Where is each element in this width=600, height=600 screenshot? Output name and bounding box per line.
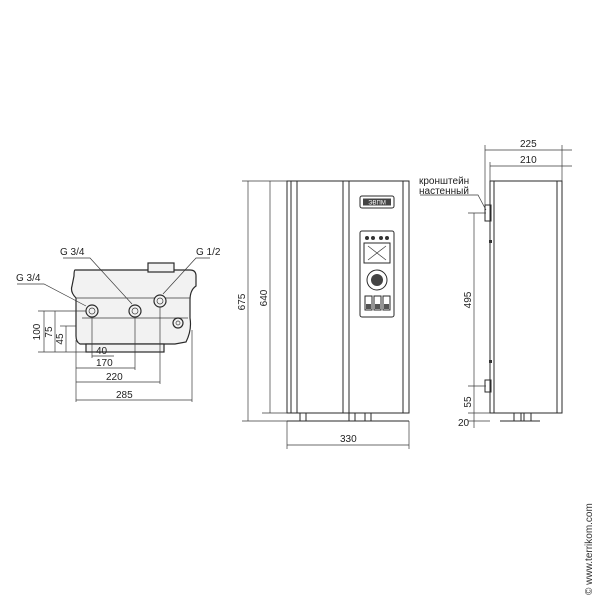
thermostat-knob — [366, 269, 388, 291]
dim-75: 75 — [44, 326, 55, 338]
dim-330: 330 — [340, 434, 357, 445]
dim-100: 100 — [32, 323, 43, 340]
logo-text: ЭВПМ — [368, 201, 386, 207]
label-g34-left: G 3/4 — [16, 273, 41, 284]
dim-55: 55 — [463, 396, 474, 408]
pipe-g34-center — [128, 304, 142, 318]
control-panel — [359, 230, 395, 318]
dim-495: 495 — [463, 291, 474, 308]
leader-bracket — [420, 194, 487, 211]
front-view: ЭВПМ 675 640 330 — [237, 180, 410, 449]
dim-220: 220 — [106, 372, 123, 383]
switch-2 — [373, 295, 382, 311]
side-view-body — [489, 180, 563, 414]
label-bracket-line1: кронштейн — [419, 176, 469, 187]
label-g12: G 1/2 — [196, 247, 221, 258]
label-g34-top: G 3/4 — [60, 247, 85, 258]
watermark: © www.terrikom.com — [584, 503, 595, 595]
bottom-view: G 3/4 G 1/2 G 3/4 100 75 45 40 170 220 2… — [16, 247, 221, 402]
display-window — [363, 242, 391, 264]
bottom-view-top-bump — [147, 262, 175, 273]
dim-40: 40 — [96, 346, 108, 357]
dim-210: 210 — [520, 155, 537, 166]
dim-170: 170 — [96, 358, 113, 369]
label-bracket-line2: настенный — [419, 186, 469, 197]
leader-g34-left — [17, 283, 87, 307]
dim-45: 45 — [55, 333, 66, 345]
front-view-frame — [286, 180, 410, 414]
leader-g34-top — [63, 257, 133, 305]
pipe-g34-left — [85, 304, 99, 318]
switch-3 — [382, 295, 391, 311]
logo-plate — [359, 195, 395, 209]
dim-20: 20 — [458, 418, 470, 429]
bottom-view-foot — [85, 343, 165, 353]
pipe-g12 — [153, 294, 167, 308]
leader-g12 — [162, 257, 210, 295]
switch-1 — [364, 295, 373, 311]
bottom-view-screw — [172, 317, 184, 329]
dim-225: 225 — [520, 139, 537, 150]
dim-285: 285 — [116, 390, 133, 401]
side-view: кронштейн настенный 225 210 495 55 20 — [419, 139, 572, 429]
dim-675: 675 — [237, 293, 248, 310]
dim-640: 640 — [259, 289, 270, 306]
logo-badge — [363, 198, 391, 206]
